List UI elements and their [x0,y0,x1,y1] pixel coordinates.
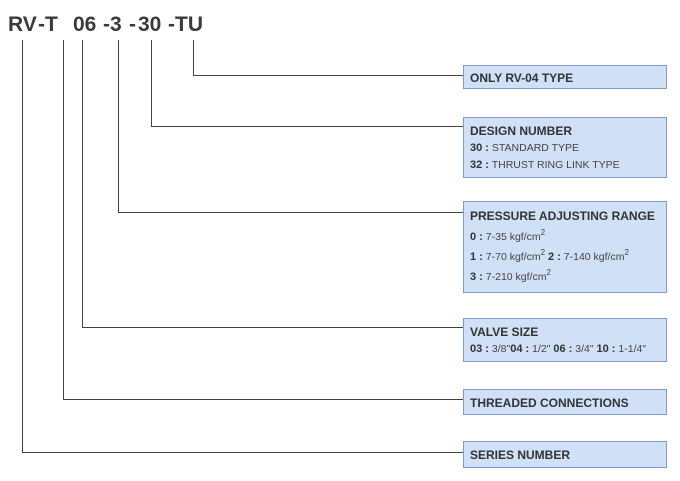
code-segment-tu: -TU [168,13,203,36]
pressure-item: 0 : 7-35 kgf/cm2 [470,227,660,247]
size-text: 3/8" [491,343,511,355]
box-title-threaded-connections: THREADED CONNECTIONS [470,396,629,410]
pressure-code: 3 : [470,271,483,283]
valve-size-items: 03 : 3/8"04 : 1/2" 06 : 3/4" 10 : 1-1/4" [470,341,660,358]
box-title-series-number: SERIES NUMBER [470,448,571,462]
pressure-item: 3 : 7-210 kgf/cm2 [470,267,660,287]
connector-valve-size [82,40,463,328]
size-code: 04 : [510,343,530,355]
design-code: 32 : [470,159,489,171]
pressure-text: 7-210 kgf/cm [485,271,547,283]
box-pressure-range: PRESSURE ADJUSTING RANGE 0 : 7-35 kgf/cm… [463,201,667,293]
pressure-item: 1 : 7-70 kgf/cm2 2 : 7-140 kgf/cm2 [470,247,660,267]
code-segment-rv: RV [8,13,37,36]
design-text: STANDARD TYPE [491,142,580,154]
box-title-design-number: DESIGN NUMBER [470,124,573,138]
pressure-text: 7-140 kgf/cm [563,251,625,263]
connector-series [22,40,463,453]
code-segment-design: 30 [138,13,162,36]
size-code: 03 : [470,343,489,355]
box-title-valve-size: VALVE SIZE [470,325,539,339]
design-item: 30 : STANDARD TYPE [470,140,660,157]
pressure-code: 1 : [470,251,483,263]
pressure-code: 0 : [470,231,483,243]
size-code: 06 : [553,343,573,355]
box-series-number: SERIES NUMBER [463,441,667,468]
box-title-only-rv04: ONLY RV-04 TYPE [470,71,574,85]
box-only-rv04: ONLY RV-04 TYPE [463,65,667,89]
pressure-text: 7-35 kgf/cm [485,231,541,243]
connector-threaded [63,40,463,400]
code-segment-t: -T [38,13,58,36]
code-segment-pressure: -3 [103,13,122,36]
box-title-pressure-range: PRESSURE ADJUSTING RANGE [470,209,655,223]
size-text: 1-1/4" [618,343,647,355]
connector-only-rv04 [193,40,463,76]
unit-exponent: 2 [540,248,546,257]
pressure-text: 7-70 kgf/cm [485,251,541,263]
size-code: 10 : [596,343,616,355]
code-segment-size: 06 [73,13,97,36]
unit-exponent: 2 [624,248,629,257]
connector-pressure [118,40,463,213]
unit-exponent: 2 [540,228,546,237]
design-code: 30 : [470,142,489,154]
unit-exponent: 2 [546,268,551,277]
box-valve-size: VALVE SIZE 03 : 3/8"04 : 1/2" 06 : 3/4" … [463,318,667,362]
pressure-code: 2 : [548,251,561,263]
design-item: 32 : THRUST RING LINK TYPE [470,157,660,174]
size-text: 3/4" [575,343,594,355]
code-segment-dash: - [129,13,136,36]
box-design-number: DESIGN NUMBER 30 : STANDARD TYPE 32 : TH… [463,117,667,178]
design-text: THRUST RING LINK TYPE [491,159,620,171]
connector-design-number [151,40,463,127]
box-threaded-connections: THREADED CONNECTIONS [463,389,667,415]
size-text: 1/2" [532,343,551,355]
